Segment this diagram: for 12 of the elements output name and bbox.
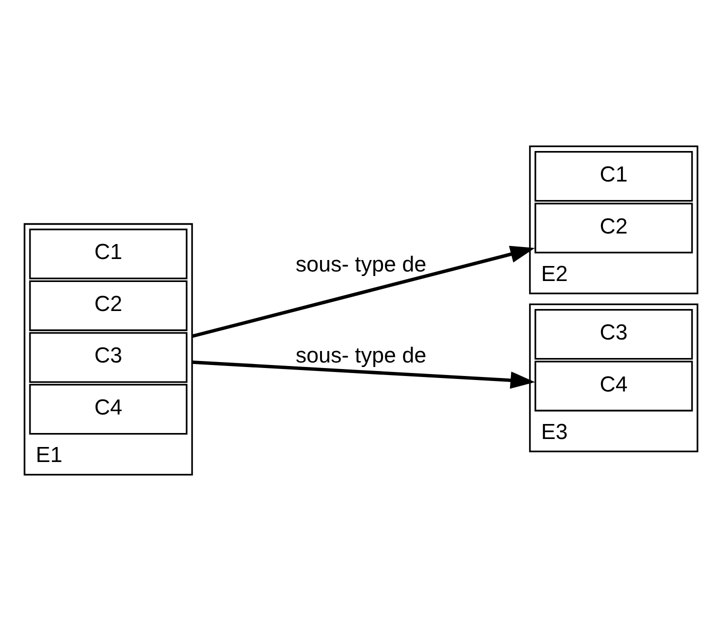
edge-label: sous- type de: [296, 342, 426, 368]
arrow: [192, 245, 535, 338]
node-box: C2: [534, 202, 693, 253]
node-box: C1: [29, 228, 188, 279]
node-box: C3: [29, 332, 188, 382]
node-box: C1: [534, 150, 693, 202]
node-box: C4: [534, 360, 693, 411]
node-box: C3: [534, 308, 693, 360]
arrow: [192, 360, 536, 388]
node-box: C4: [29, 383, 188, 434]
edge-label: sous- type de: [296, 250, 426, 276]
node-box: C2: [29, 280, 188, 331]
